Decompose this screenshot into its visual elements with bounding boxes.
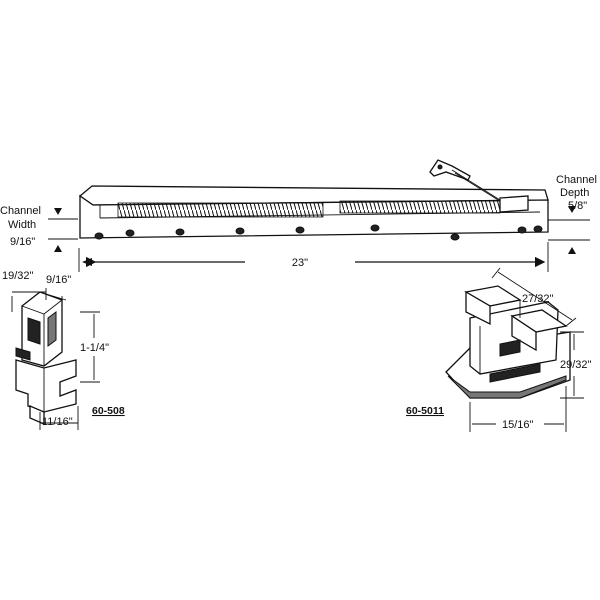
part-60-5011 (445, 285, 571, 399)
spring (117, 202, 324, 218)
channel-balance (78, 159, 549, 241)
right-part-width: 15/16" (502, 419, 534, 431)
channel-width-label-2: Width (8, 219, 36, 231)
channel-width-dimension (48, 208, 78, 252)
right-part-number: 60-5011 (406, 405, 444, 417)
channel-depth-dimension (548, 206, 590, 254)
left-part-width-bottom: 11/16" (42, 416, 73, 428)
right-part-dimensions (469, 267, 584, 432)
channel-depth-value: 5/8" (568, 200, 587, 212)
part-60-508 (15, 291, 77, 425)
right-part-height: 29/32" (560, 359, 592, 371)
length-label: 23" (292, 257, 308, 269)
channel-depth-label-1: Channel (556, 174, 597, 186)
left-part-width-top: 19/32" (2, 270, 34, 282)
channel-holes (94, 224, 543, 241)
length-dimension (78, 242, 549, 272)
channel-depth-label-2: Depth (560, 187, 589, 199)
spring-2 (339, 200, 501, 214)
left-part-number: 60-508 (92, 405, 125, 417)
channel-width-value: 9/16" (10, 236, 35, 248)
channel-width-label-1: Channel (0, 205, 41, 217)
left-part-width-top-2: 9/16" (46, 274, 71, 286)
left-part-height: 1-1/4" (80, 342, 109, 354)
cord-clip (429, 159, 471, 181)
left-part-dimensions (11, 288, 100, 430)
right-part-top: 27/32" (522, 293, 554, 305)
